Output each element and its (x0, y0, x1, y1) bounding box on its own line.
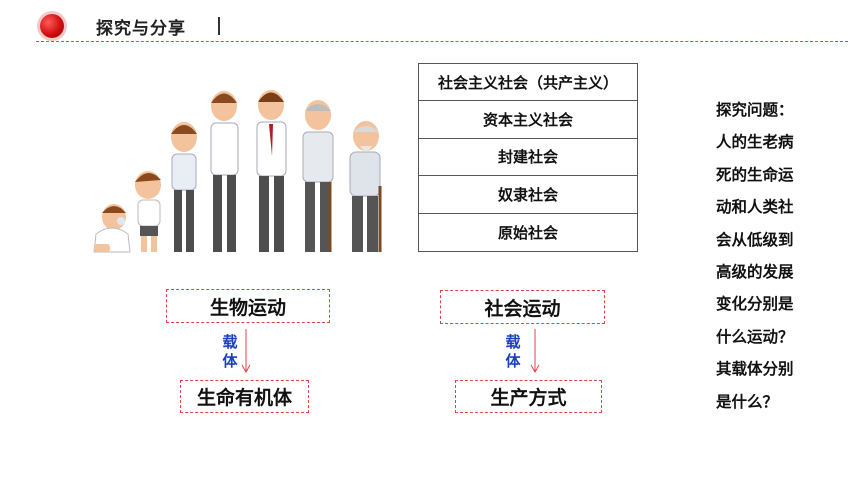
child-figure (171, 122, 197, 252)
header-divider (218, 17, 220, 35)
question-line: 是什么？ (716, 392, 779, 411)
social-carrier-label: 载体 (505, 333, 521, 370)
stage-feudalism: 封建社会 (419, 139, 637, 177)
header-bullet-icon (40, 14, 64, 38)
social-stages-table: 社会主义社会（共产主义） 资本主义社会 封建社会 奴隶社会 原始社会 (418, 63, 638, 252)
question-line: 其载体分别 (716, 360, 794, 379)
page-title: 探究与分享 (96, 19, 186, 39)
inquiry-question: 探究问题： 人的生老病 死的生命运 动和人类社 会从低级到 高级的发展 变化分别… (716, 94, 816, 418)
living-organism-box: 生命有机体 (180, 380, 309, 413)
stage-slavery: 奴隶社会 (419, 176, 637, 214)
question-line: 死的生命运 (716, 165, 794, 184)
elderly-figure (349, 121, 382, 252)
question-line: 会从低级到 (716, 230, 794, 249)
question-line: 动和人类社 (716, 198, 794, 217)
header-rule (36, 41, 848, 42)
adult-figure (256, 90, 287, 252)
baby-figure (93, 204, 131, 253)
mode-of-production-box: 生产方式 (455, 380, 602, 413)
question-line: 变化分别是 (716, 295, 794, 314)
question-line: 高级的发展 (716, 263, 794, 282)
toddler-figure (135, 171, 161, 252)
stage-socialism: 社会主义社会（共产主义） (419, 64, 637, 102)
life-stages-illustration (93, 90, 382, 253)
biological-carrier-label: 载体 (222, 333, 238, 370)
down-arrow-icon (241, 329, 251, 373)
down-arrow-icon (530, 329, 540, 373)
question-line: 人的生老病 (716, 133, 794, 152)
stage-primitive: 原始社会 (497, 223, 558, 242)
question-line: 什么运动？ (716, 327, 794, 346)
question-line: 探究问题： (716, 101, 794, 119)
middle-aged-figure (302, 100, 334, 252)
biological-motion-box: 生物运动 (166, 289, 330, 323)
social-motion-box: 社会运动 (440, 290, 605, 324)
stage-capitalism: 资本主义社会 (419, 101, 637, 139)
teen-figure (210, 91, 239, 252)
